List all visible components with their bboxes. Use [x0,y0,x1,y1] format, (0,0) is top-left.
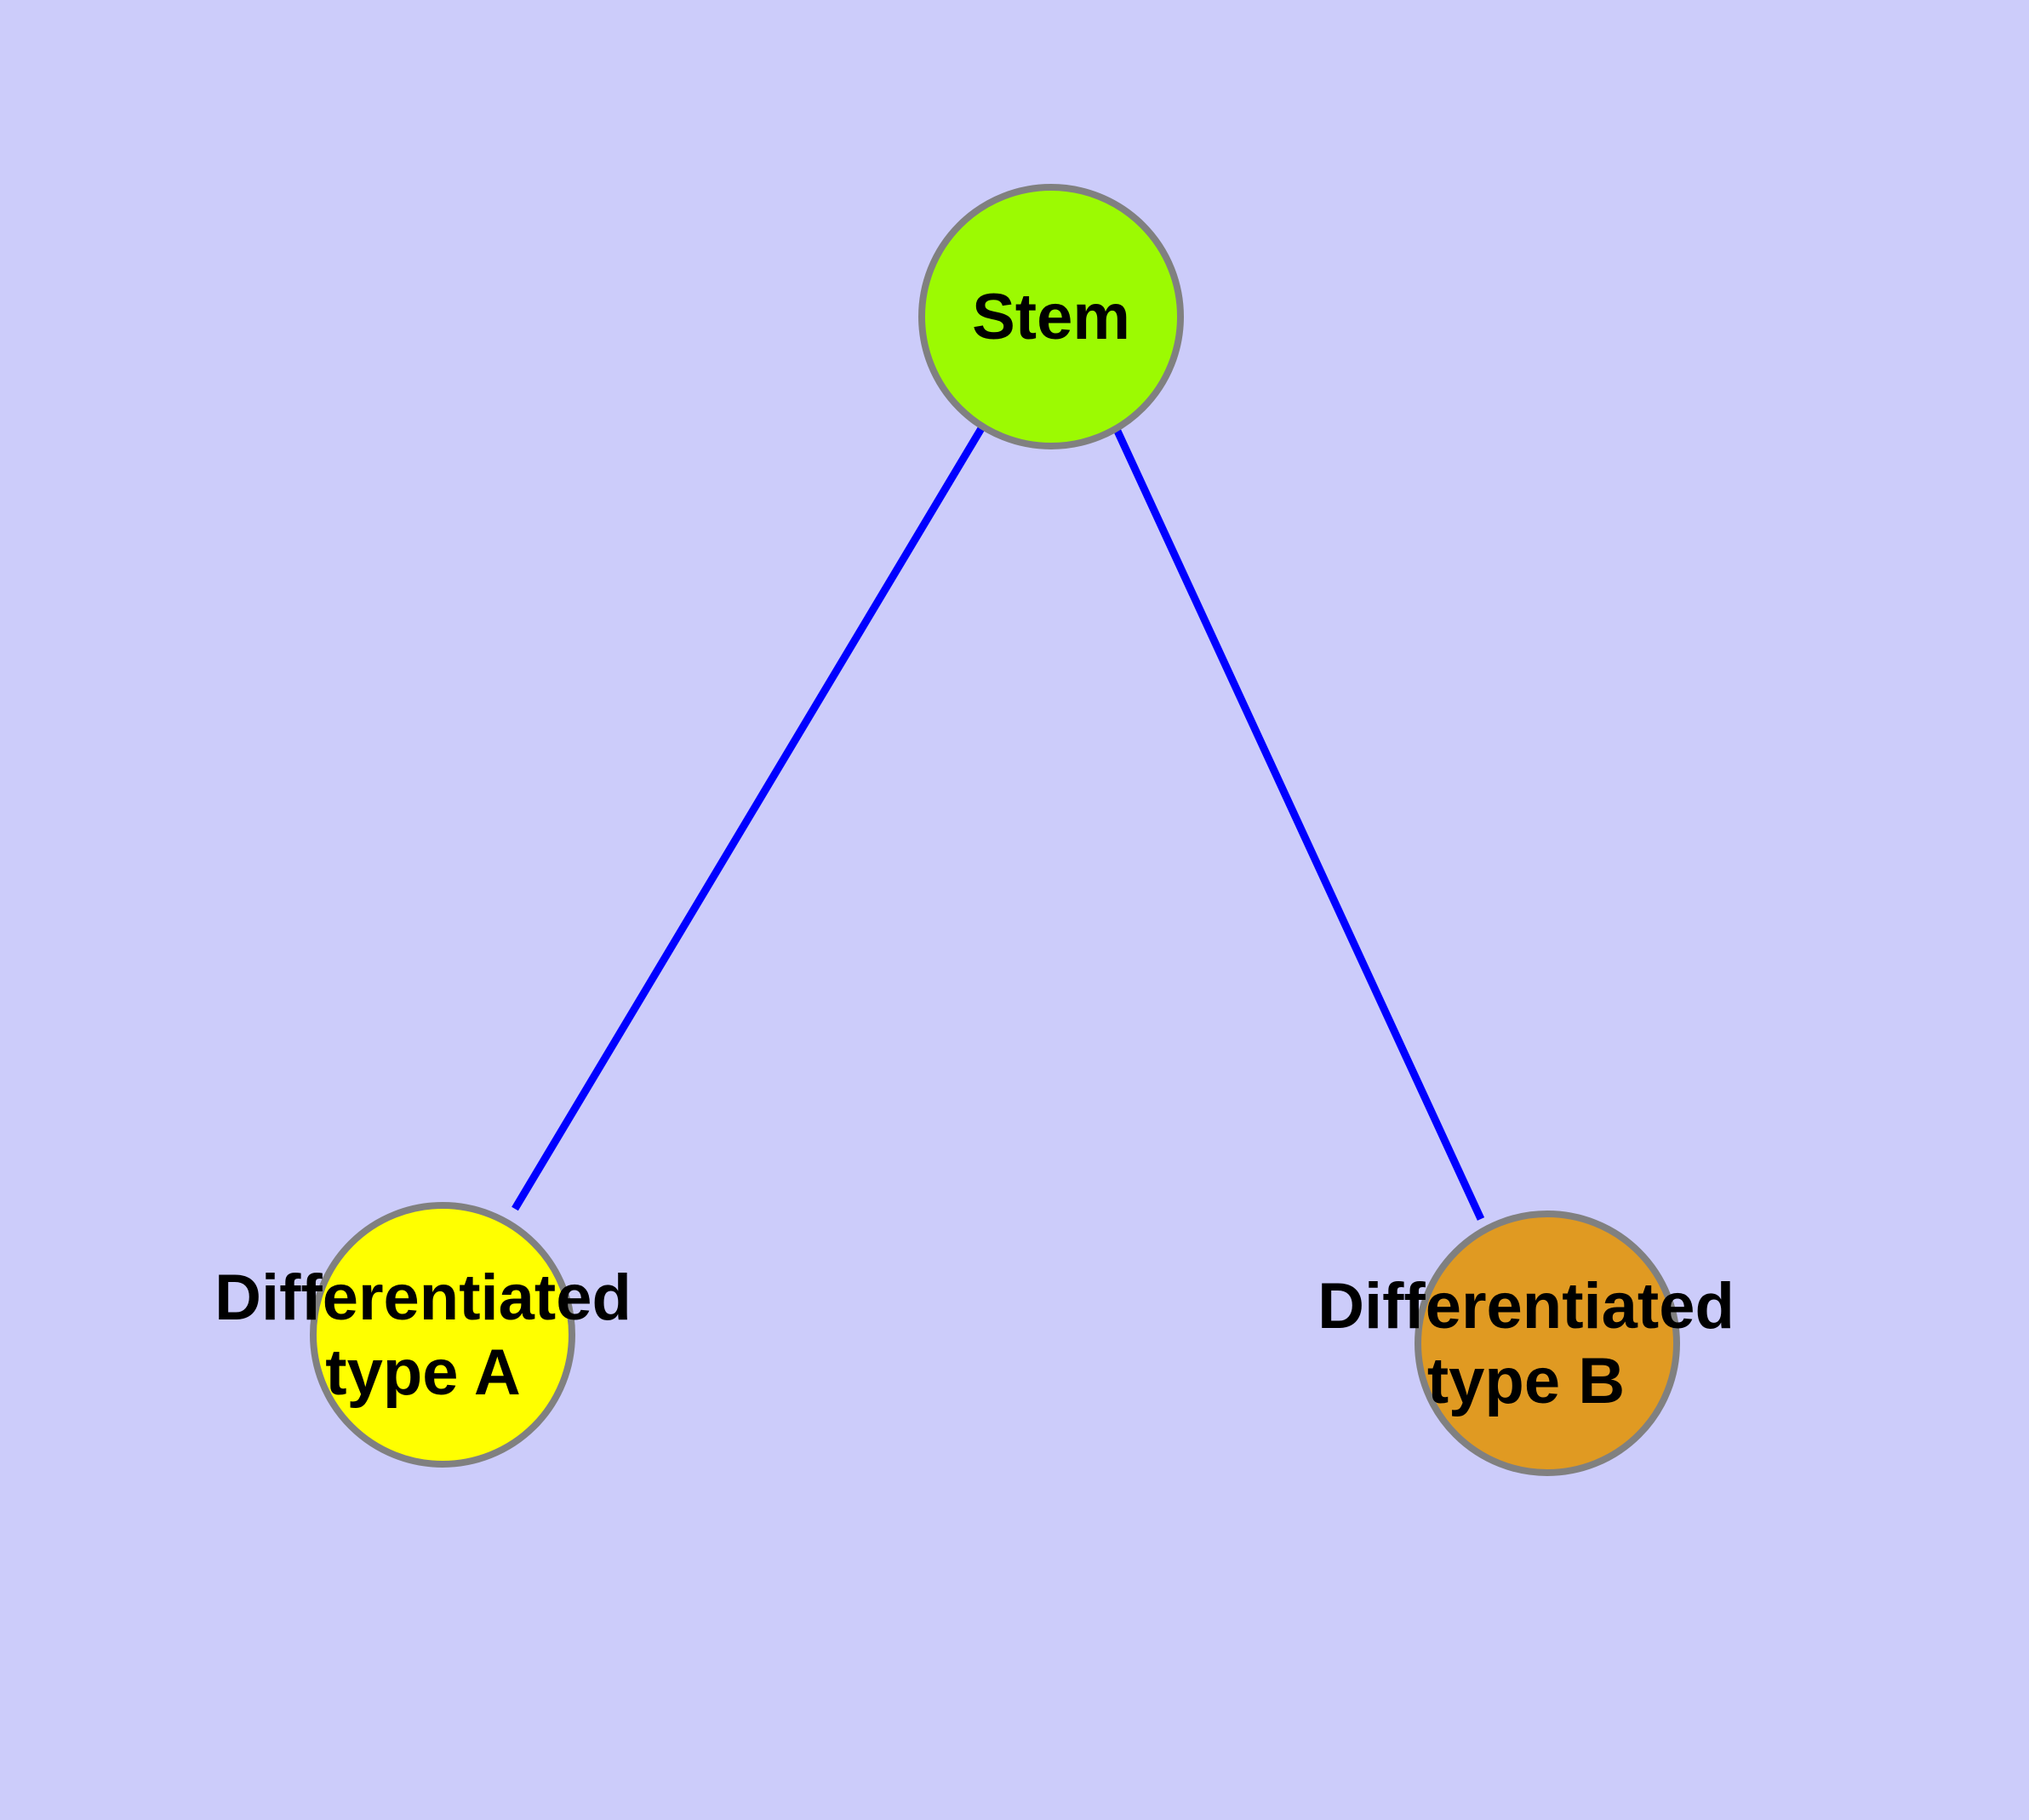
node-circle-diff-b[interactable] [1415,1210,1680,1476]
edges-layer [512,423,1485,1221]
node-label-line: Stem [972,281,1130,353]
node-label-line: type A [325,1336,520,1409]
graph-edge-stem-to-diff-b[interactable] [1112,426,1485,1221]
graph-node-stem[interactable] [918,184,1184,449]
node-label-line: Differentiated [214,1262,632,1334]
node-label-stem: Stem [972,281,1130,353]
node-label-line: Differentiated [1317,1270,1735,1342]
node-circle-stem[interactable] [918,184,1184,449]
node-label-line: type B [1427,1345,1625,1417]
graph-edge-stem-to-diff-a[interactable] [512,423,986,1211]
graph-node-diff-b[interactable] [1415,1210,1680,1476]
graph-node-diff-a[interactable] [310,1202,575,1468]
node-circle-diff-a[interactable] [310,1202,575,1468]
